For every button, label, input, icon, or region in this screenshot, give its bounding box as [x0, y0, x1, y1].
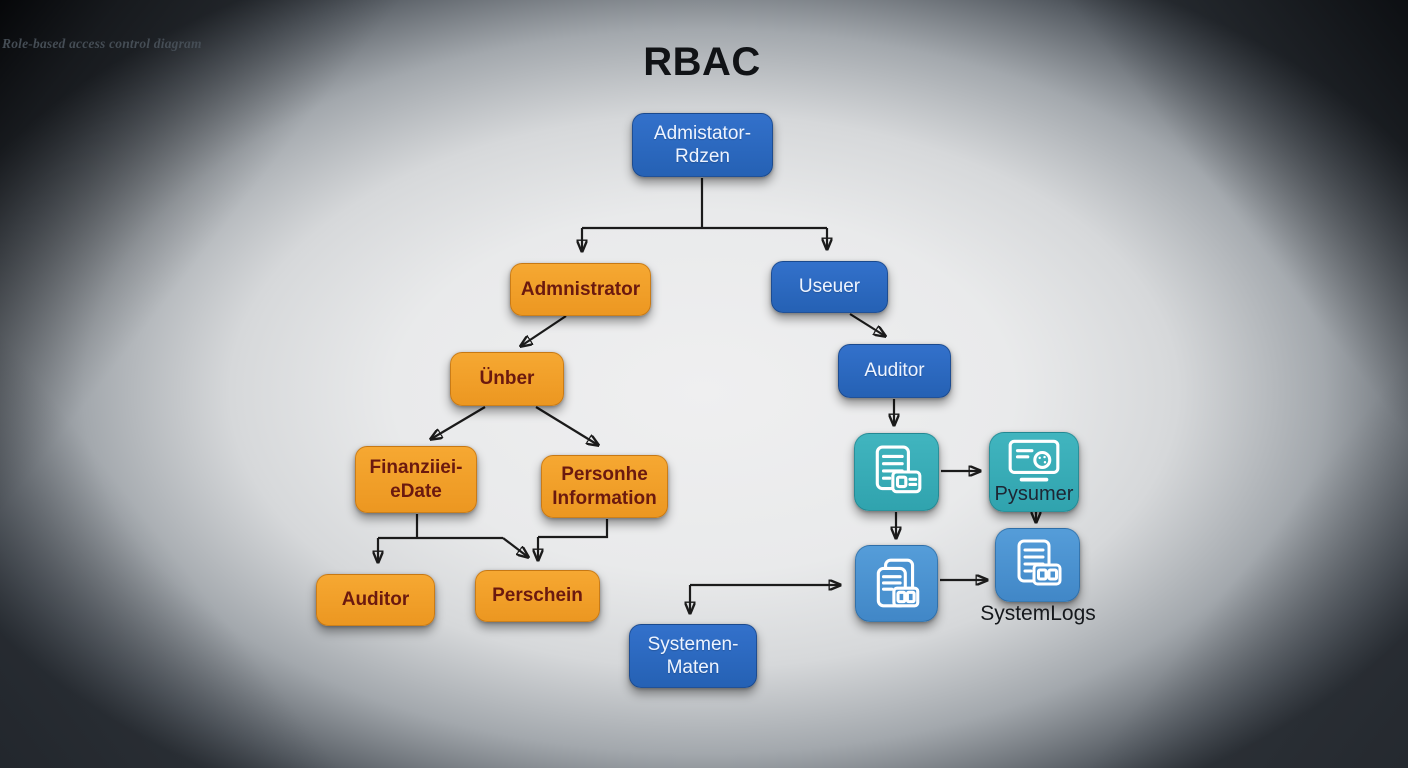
node-useuer: Useuer — [771, 261, 888, 313]
connector-systemen-maten-branch — [690, 585, 840, 613]
node-label: Admistator-Rdzen — [653, 122, 752, 167]
node-label: Useuer — [798, 276, 861, 298]
document-card-icon — [1011, 538, 1065, 592]
node-perschein: Perschein — [475, 570, 600, 622]
document-card-icon — [869, 444, 925, 500]
connector-finanziiei-split — [378, 514, 528, 562]
connector-useuer-auditor — [849, 313, 885, 336]
page-title: RBAC — [643, 40, 761, 84]
node-label: Ünber — [479, 368, 535, 390]
node-document-teal — [854, 433, 939, 511]
node-pysumer: Pysumer — [989, 432, 1079, 512]
node-auditor-bottom: Auditor — [316, 574, 435, 626]
node-label: Finanziiei-eDate — [369, 457, 463, 502]
node-label: Admnistrator — [520, 278, 641, 300]
node-label: Auditor — [864, 360, 925, 382]
connector-uenber-personhe — [535, 406, 598, 445]
node-label: Systemen-Maten — [647, 633, 739, 678]
node-finanziiei-edate: Finanziiei-eDate — [355, 446, 477, 513]
node-systemen-maten: Systemen-Maten — [629, 624, 757, 688]
pysumer-label: Pysumer — [994, 482, 1074, 505]
node-system-logs — [995, 528, 1080, 602]
node-auditor-right: Auditor — [838, 344, 951, 398]
monitor-palette-icon — [1005, 438, 1063, 484]
documents-stack-card-icon — [869, 556, 925, 612]
node-personhe-information: Personhe Information — [541, 455, 668, 518]
node-uenber: Ünber — [450, 352, 564, 406]
connector-root-split — [582, 178, 827, 251]
node-label: Perschein — [492, 585, 583, 607]
node-label: Personhe Information — [552, 464, 657, 509]
node-documents-stack — [855, 545, 938, 622]
system-logs-label: SystemLogs — [980, 602, 1096, 625]
diagram-caption: Role-based access control diagram — [2, 36, 202, 51]
connector-personhe-perschein — [538, 519, 609, 560]
node-admnistrator: Admnistrator — [510, 263, 651, 316]
node-admistator-rdzen: Admistator-Rdzen — [632, 113, 773, 177]
connector-admnistrator-uenber — [521, 315, 567, 346]
connector-uenber-finanziiei — [431, 406, 486, 439]
node-label: Auditor — [341, 589, 410, 611]
